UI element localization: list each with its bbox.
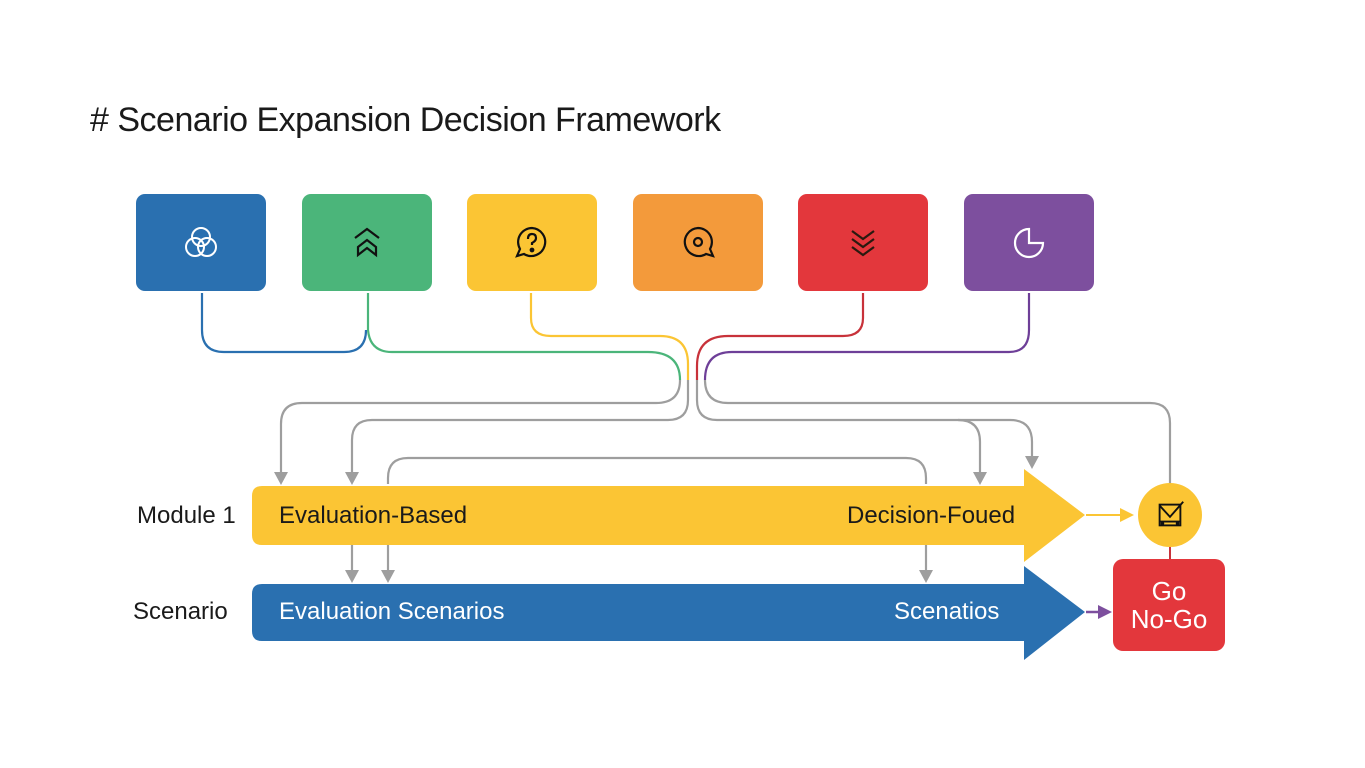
checked-box-icon	[1158, 501, 1184, 527]
row-label-scenario: Scenario	[133, 598, 228, 625]
connector-gray-4	[958, 418, 1034, 458]
connector-gray-5	[703, 379, 1172, 484]
connector-gray-2	[350, 380, 690, 474]
connector-green	[366, 293, 682, 381]
arrowhead	[345, 472, 359, 485]
no-go-label: No-Go	[1130, 604, 1208, 634]
module-1-end-text: Decision-Foued	[847, 502, 1016, 529]
tile-red[interactable]	[798, 194, 928, 291]
page-title: # Scenario Expansion Decision Framework	[90, 101, 721, 139]
yellow-arrowhead	[1120, 508, 1134, 522]
connector-red	[695, 293, 865, 380]
question-chat-bubble-icon	[515, 226, 547, 258]
triple-chevron-down-icon	[851, 229, 875, 256]
connector-yellow	[529, 293, 690, 380]
tile-green[interactable]	[302, 194, 432, 291]
target-chat-bubble-icon	[683, 226, 715, 258]
connector-gray-3	[695, 380, 982, 474]
arrowhead	[381, 570, 395, 583]
arrowhead	[274, 472, 288, 485]
module-1-start-text: Evaluation-Based	[279, 502, 468, 529]
module-1-arrow	[252, 469, 1085, 562]
scenario-end-text: Scenatios	[894, 598, 1000, 625]
tile-orange[interactable]	[633, 194, 763, 291]
arrowhead	[345, 570, 359, 583]
double-chevron-up-icon	[354, 227, 380, 257]
scenario-start-text: Evaluation Scenarios	[279, 598, 505, 625]
overlapping-circles-icon	[185, 226, 217, 257]
arrowhead	[1025, 456, 1039, 469]
connector-gray-loop	[386, 456, 928, 484]
arrowhead	[919, 570, 933, 583]
tile-purple[interactable]	[964, 194, 1094, 291]
purple-arrowhead	[1098, 605, 1112, 619]
connector-purple	[703, 293, 1031, 381]
decision-node[interactable]	[1138, 483, 1202, 547]
scenario-arrow	[252, 566, 1085, 660]
connector-blue	[200, 293, 368, 354]
connector-gray-1	[279, 379, 682, 474]
go-no-go-box[interactable]: Go No-Go	[1113, 559, 1225, 651]
pie-chart-icon	[1013, 227, 1045, 258]
arrowhead	[973, 472, 987, 485]
tile-blue[interactable]	[136, 194, 266, 291]
go-label: Go	[1151, 576, 1187, 606]
row-label-module-1: Module 1	[137, 502, 236, 529]
tile-yellow[interactable]	[467, 194, 597, 291]
